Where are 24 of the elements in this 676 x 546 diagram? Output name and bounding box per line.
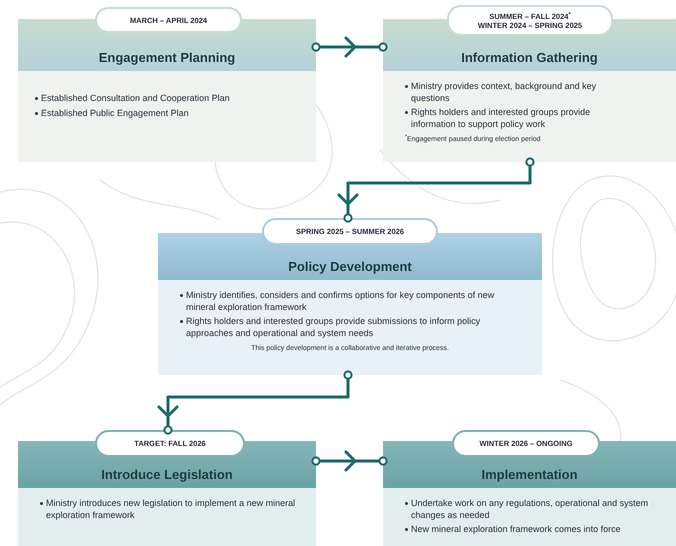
bullet-text: Established Consultation and Cooperation Plan	[41, 93, 230, 104]
date-pill	[452, 430, 600, 457]
bullet-text: Ministry introduces new legislation to implement a new mineral exploration framework	[46, 498, 296, 521]
date-pill	[262, 218, 438, 245]
stage-card	[18, 19, 316, 162]
date-pill	[95, 430, 245, 457]
date-pill	[447, 5, 613, 36]
date-pill	[95, 7, 242, 33]
stage-title: Introduce Legislation	[101, 468, 233, 481]
stage-card	[383, 19, 676, 162]
bullet-text: Ministry provides context, background and key questions	[411, 81, 598, 104]
bullet-text: Ministry identifies, considers and confirms options for key components of new mineral exploration framework	[186, 290, 496, 313]
stage-title: Information Gathering	[461, 51, 598, 64]
bullet-text: Rights holders and interested groups provide submissions to inform policy approaches and operational and system needs	[186, 316, 482, 339]
stage-card	[18, 441, 316, 546]
bullet-text: Undertake work on any regulations, operational and system changes as needed	[411, 498, 650, 521]
stage-card	[383, 441, 676, 546]
bullet-text: Rights holders and interested groups provide information to support policy work	[411, 107, 592, 130]
stage-card	[158, 233, 542, 375]
stage-title: Engagement Planning	[98, 51, 236, 64]
stage-title: Policy Development	[288, 260, 412, 273]
bullet-text: Established Public Engagement Plan	[41, 108, 189, 119]
bullet-text: New mineral exploration framework comes into force	[411, 524, 621, 536]
stage-title: Implementation	[481, 468, 578, 481]
